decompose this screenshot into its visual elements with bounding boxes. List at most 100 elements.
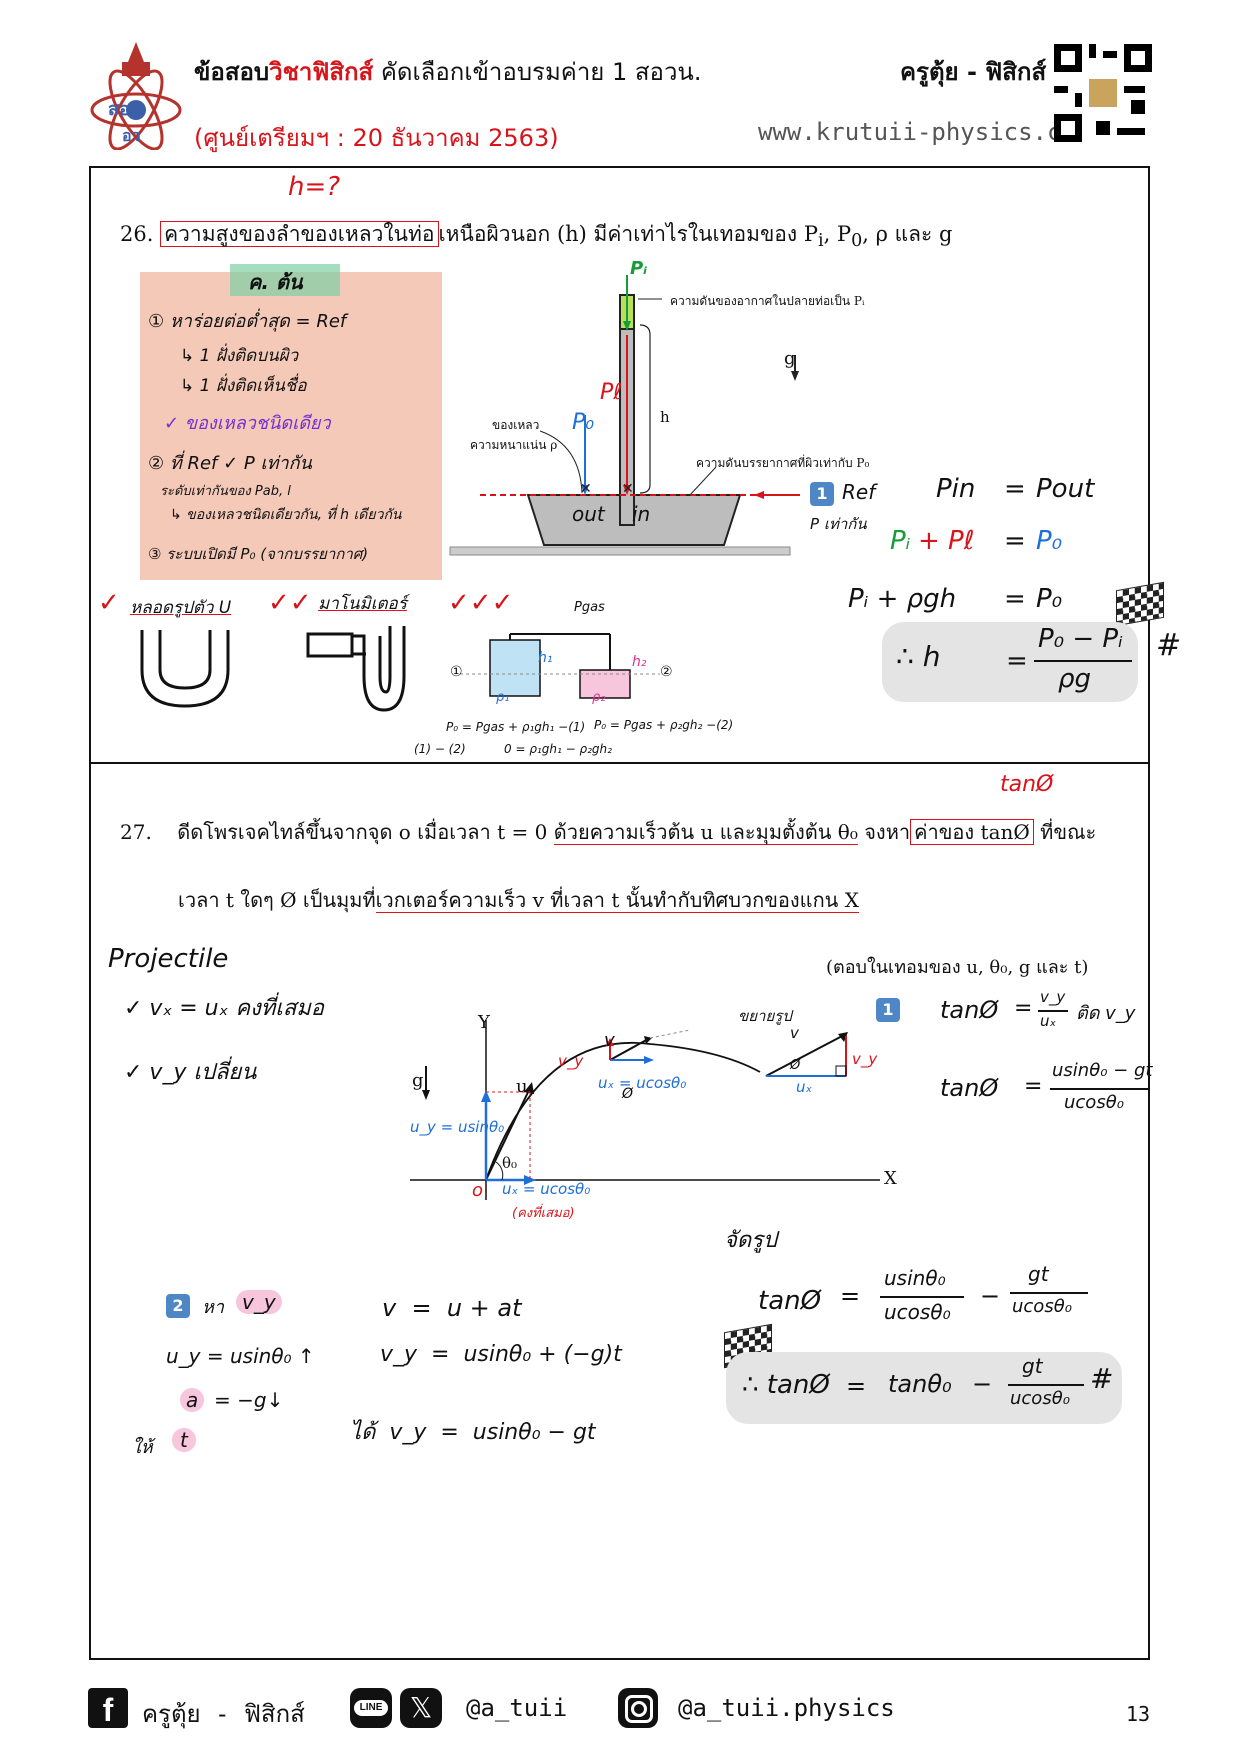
q27-text-a: ดีดโพรเจคไทล์ขึ้นจากจุด o เมื่อเวลา t = … <box>177 820 554 844</box>
mano-rho2: ρ₂ <box>592 690 606 705</box>
proj-line-1: ✓ vₓ = uₓ คงที่เสมอ <box>124 996 324 1021</box>
qr-code-icon[interactable] <box>1054 44 1152 142</box>
page-number: 13 <box>1126 1702 1151 1726</box>
header-website[interactable]: www.krutuii-physics.com <box>758 118 1091 146</box>
line-icon[interactable]: LINE <box>350 1688 392 1728</box>
q27-text-c: ที่ขณะ <box>1033 820 1097 844</box>
line-icon-label: LINE <box>354 1700 388 1716</box>
note-line: ③ ระบบเปิดมี P₀ (จากบรรยากาศ) <box>148 545 369 563</box>
sum-den1: ucosθ₀ <box>884 1300 951 1324</box>
title-suffix: คัดเลือกเข้าอบรมค่าย 1 สอวน. <box>373 58 702 86</box>
q27-answer-box: ∴ tanØ = tanθ₀ − gt ucosθ₀ # <box>726 1352 1122 1424</box>
instagram-icon-lens <box>631 1701 647 1717</box>
q27-annotation: tanØ <box>1000 772 1054 797</box>
note-title: ค. ต้น <box>248 270 303 294</box>
step2-line-2b: = −g↓ <box>214 1388 284 1412</box>
note-line: ① หาร่อยต่อต่ำสุด = Ref <box>148 311 347 332</box>
tan1-note: ติด v_y <box>1076 1003 1136 1024</box>
x-icon[interactable]: 𝕏 <box>400 1688 442 1728</box>
eq3-lhs: Pᵢ + ρgh <box>848 584 957 614</box>
q27-question-line1: 27. ดีดโพรเจคไทล์ขึ้นจากจุด o เมื่อเวลา … <box>120 816 1096 848</box>
q26-answer-box: ∴ h = P₀ − Pᵢ ρg <box>882 622 1138 702</box>
tan1-num: v_y <box>1040 988 1066 1006</box>
final-num: gt <box>1022 1354 1043 1378</box>
step2-line-3b: t <box>172 1428 196 1452</box>
ans-numerator: P₀ − Pᵢ <box>1038 624 1123 654</box>
out-label: out <box>572 502 605 526</box>
instagram-icon[interactable] <box>618 1688 658 1728</box>
step2-line-2a: a <box>180 1388 205 1412</box>
mano-h1: h₁ <box>538 650 553 666</box>
q27-underlined-velocity: เวกเตอร์ความเร็ว v ที่เวลา t นั้นทำกับทิ… <box>375 888 859 913</box>
q27-question-line2: เวลา t ใดๆ Ø เป็นมุมที่เวกเตอร์ความเร็ว … <box>178 884 859 916</box>
eq3-equal: = <box>1004 584 1026 614</box>
final-equal: = <box>846 1372 867 1400</box>
q26-number: 26. <box>120 222 154 246</box>
theta-label: θ₀ <box>502 1154 518 1172</box>
step2-number: 2 <box>172 1296 184 1315</box>
kinematics-1: v = u + at <box>382 1294 522 1322</box>
header-teacher: ครูตุ้ย - ฟิสิกส์ <box>900 58 1047 86</box>
logo: สอน อว <box>86 40 186 151</box>
q27-text-b: จงหา <box>857 820 911 844</box>
mano-pgas: Pgas <box>574 600 605 615</box>
ux-label: uₓ = ucosθ₀ <box>502 1180 591 1198</box>
eq2-b: + Pℓ <box>918 526 975 556</box>
phi-label: Ø <box>622 1086 634 1102</box>
tan1-den: uₓ <box>1040 1012 1057 1030</box>
q26-tube-diagram: ✕ ✕ <box>449 275 800 556</box>
vx-label: uₓ = ucosθ₀ <box>598 1074 687 1092</box>
step1-number-27: 1 <box>882 1000 894 1019</box>
vy-label: v_y <box>558 1052 584 1070</box>
method-note-card: ค. ต้น ① หาร่อยต่อต่ำสุด = Ref ↳ 1 ฝั่งต… <box>140 264 442 580</box>
mano-point-1: ① <box>450 664 463 680</box>
step2-vy: v_y <box>236 1290 282 1314</box>
mano-eq1: P₀ = Pgas + ρ₁gh₁ −(1) <box>446 720 586 734</box>
step2-label: หา <box>202 1297 224 1318</box>
note-line: ② ที่ Ref ✓ P เท่ากัน <box>148 453 312 474</box>
pi-top-label: Pᵢ <box>630 258 648 279</box>
q26-done-mark: # <box>1156 628 1182 663</box>
footer-x-handle[interactable]: @a_tuii <box>466 1694 568 1722</box>
note-line: ↳ ของเหลวชนิดเดียวกัน, ที่ h เดียวกัน <box>170 507 402 523</box>
origin-label: o <box>472 1180 484 1201</box>
final-den: ucosθ₀ <box>1010 1388 1070 1409</box>
ans-equal: = <box>1006 646 1028 676</box>
footer-fb-name[interactable]: ครูตุ้ย - ฟิสิกส์ <box>142 1700 305 1728</box>
footer-ig-handle[interactable]: @a_tuii.physics <box>678 1694 895 1722</box>
finish-flag-icon <box>1116 581 1164 627</box>
q26-sep2: , ρ และ g <box>862 222 953 246</box>
note-tape <box>230 264 340 296</box>
question-divider <box>89 762 1150 764</box>
sum-den2: ucosθ₀ <box>1012 1296 1072 1317</box>
q27-answer-hint: (ตอบในเทอมของ u, θ₀, g และ t) <box>826 957 1089 978</box>
step2-line-1: u_y = usinθ₀ ↑ <box>166 1344 315 1368</box>
manometer-sketch <box>306 626 406 712</box>
tri-v: v <box>790 1024 799 1042</box>
ux-note: (คงที่เสมอ) <box>512 1206 575 1221</box>
facebook-icon[interactable]: f <box>88 1688 128 1728</box>
eq1-lhs: Pin <box>936 474 976 504</box>
tri-vy: v_y <box>852 1050 878 1068</box>
gravity-label: g <box>784 348 796 369</box>
q27-text-d: เวลา t ใดๆ Ø เป็นมุมที่ <box>178 888 376 912</box>
enlarge-label: ขยายรูป <box>738 1007 792 1025</box>
sum-bar1 <box>880 1296 964 1298</box>
liquid-label: ของเหลว <box>492 418 540 432</box>
v-label: v <box>604 1030 615 1051</box>
tan2-bar <box>1050 1088 1150 1090</box>
logo-text-bottom: อว <box>122 126 141 145</box>
velocity-triangle <box>765 1032 848 1077</box>
tan2-num: usinθ₀ − gt <box>1052 1060 1153 1081</box>
step-1-badge: 1 <box>810 482 834 506</box>
tan1-equal: = <box>1014 996 1033 1021</box>
logo-emblem-icon <box>90 42 182 151</box>
mano-h2: h₂ <box>632 654 647 670</box>
ans-denominator: ρg <box>1058 664 1092 694</box>
ans-lhs: ∴ h <box>896 640 941 673</box>
q26-sub-0: 0 <box>851 231 863 252</box>
eq3-rhs: P₀ <box>1036 584 1063 614</box>
pi-description: ความดันของอากาศในปลายท่อเป็น Pᵢ <box>670 294 865 308</box>
gravity-label-27: g <box>412 1070 424 1091</box>
kinematics-2: v_y = usinθ₀ + (−g)t <box>380 1342 622 1367</box>
